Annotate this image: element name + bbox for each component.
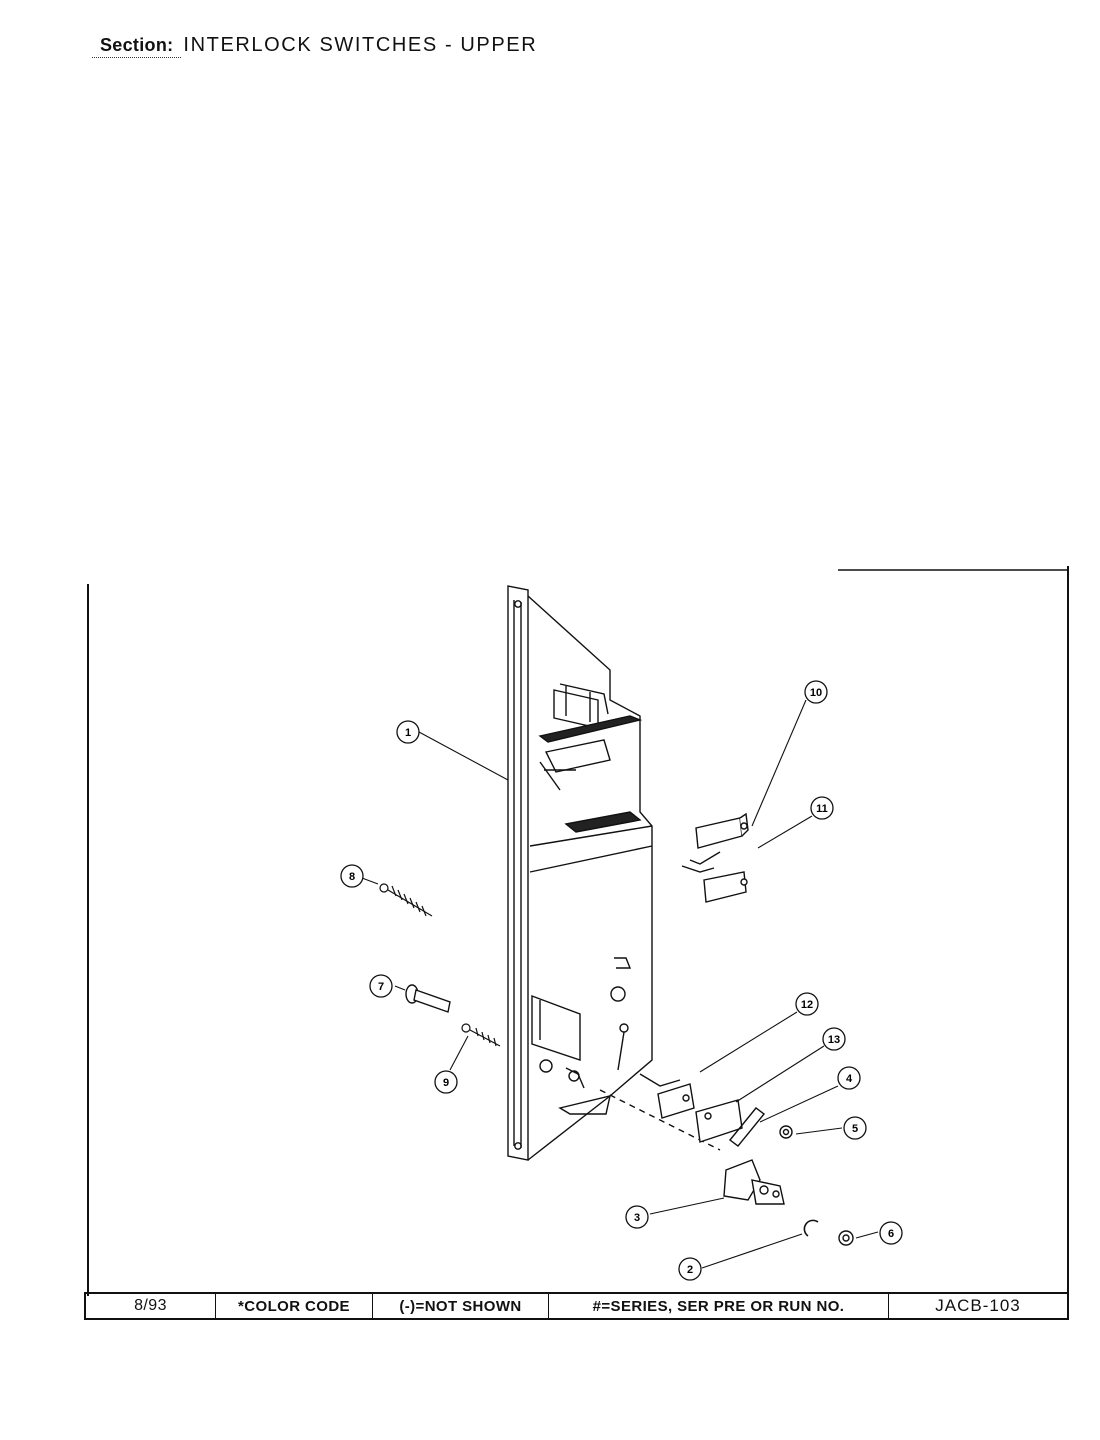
svg-text:6: 6: [888, 1228, 894, 1240]
svg-text:13: 13: [828, 1034, 840, 1046]
callout-8: 8: [340, 864, 364, 888]
footer-page-code: JACB-103: [889, 1294, 1069, 1318]
svg-text:11: 11: [816, 803, 828, 815]
callout-1: 1: [396, 720, 420, 744]
callout-12: 12: [795, 992, 819, 1016]
callout-3: 3: [625, 1205, 649, 1229]
footer-date: 8/93: [84, 1294, 216, 1318]
diagram-frame: [87, 566, 1069, 1296]
switch-12: [639, 1073, 695, 1119]
part-3-actuator: [723, 1159, 785, 1205]
footer-bar: 8/93 *COLOR CODE (-)=NOT SHOWN #=SERIES,…: [84, 1292, 1069, 1320]
svg-text:5: 5: [852, 1123, 858, 1135]
section-title: INTERLOCK SWITCHES - UPPER: [183, 34, 538, 56]
callout-10: 10: [804, 680, 828, 704]
switch-11: [681, 865, 748, 903]
svg-text:7: 7: [378, 981, 384, 993]
footer-not-shown: (-)=NOT SHOWN: [373, 1294, 549, 1318]
switch-13: [695, 1099, 743, 1143]
callout-11: 11: [810, 796, 834, 820]
interlock-bracket: [507, 585, 721, 1161]
part-7-pin: [405, 984, 451, 1013]
section-header: Section: INTERLOCK SWITCHES - UPPER: [92, 34, 537, 58]
switch-10: [689, 812, 749, 865]
callout-9: 9: [434, 1070, 458, 1094]
part-8-screw: [379, 883, 433, 917]
svg-text:2: 2: [687, 1264, 693, 1276]
svg-text:8: 8: [349, 871, 355, 883]
callout-7: 7: [369, 974, 393, 998]
part-9-screw: [461, 1023, 501, 1047]
callout-6: 6: [879, 1221, 903, 1245]
callout-4: 4: [837, 1066, 861, 1090]
part-4-bracket: [728, 1107, 766, 1147]
callout-13: 13: [822, 1027, 846, 1051]
svg-text:10: 10: [810, 687, 822, 699]
callout-5: 5: [843, 1116, 867, 1140]
callout-2: 2: [678, 1257, 702, 1281]
leader-lines: [361, 699, 879, 1269]
footer-color-code: *COLOR CODE: [216, 1294, 373, 1318]
svg-text:9: 9: [443, 1077, 449, 1089]
section-label: Section:: [92, 35, 182, 58]
svg-text:4: 4: [846, 1073, 853, 1085]
footer-series: #=SERIES, SER PRE OR RUN NO.: [549, 1294, 889, 1318]
part-5-nut: [779, 1125, 793, 1139]
part-2-clip: [803, 1219, 819, 1237]
svg-text:3: 3: [634, 1212, 640, 1224]
svg-text:1: 1: [405, 727, 411, 739]
part-6-nut: [838, 1230, 854, 1246]
svg-text:12: 12: [801, 999, 813, 1011]
